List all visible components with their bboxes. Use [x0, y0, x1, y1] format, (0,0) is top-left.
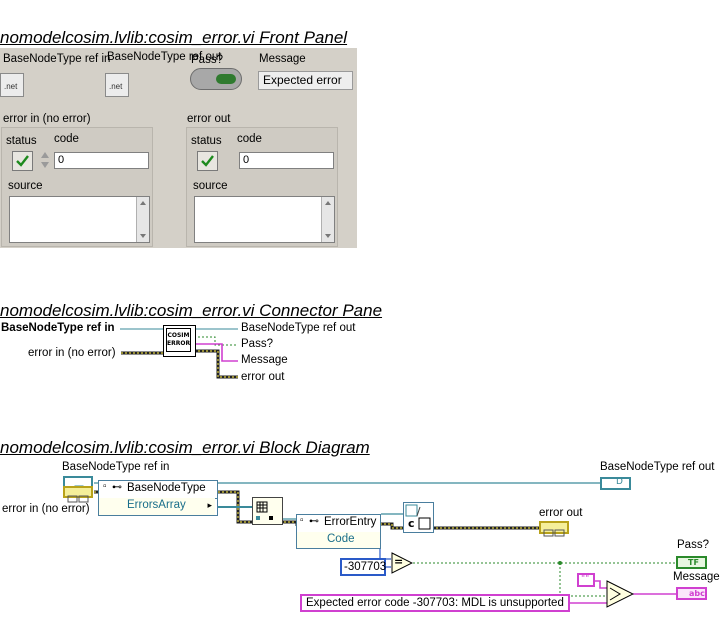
ref-terminal-icon: ▫: [103, 481, 107, 492]
equal-icon: [391, 552, 414, 574]
index-array-icon: [256, 501, 273, 520]
bd-error-in-terminal[interactable]: [63, 486, 93, 503]
net-icon: .net: [109, 82, 123, 91]
bd-ref-in-label: BaseNodeType ref in: [62, 461, 170, 473]
class-header: ▫ ⊷ ErrorEntry: [297, 515, 380, 533]
bd-error-in-label: error in (no error): [2, 503, 90, 515]
cp-pass-label: Pass?: [241, 338, 273, 350]
cp-message-label: Message: [241, 354, 288, 366]
ref-out-indicator: .net: [105, 73, 129, 97]
message-indicator: Expected error: [258, 71, 353, 90]
led-lamp: [216, 74, 236, 84]
property-node-icon: ⊷: [309, 516, 319, 527]
bd-error-out-terminal[interactable]: [539, 521, 569, 537]
cp-ref-in-label: BaseNodeType ref in: [1, 322, 115, 334]
ref-in-control[interactable]: .net: [0, 73, 24, 97]
class-header: ▫ ⊷ BaseNodeType: [99, 481, 217, 499]
index-array-function[interactable]: [252, 497, 283, 525]
property-name: Code: [327, 533, 355, 545]
source-textbox[interactable]: [9, 196, 150, 243]
cp-error-out-label: error out: [241, 371, 285, 383]
scroll-arrows-icon: [325, 201, 331, 238]
block-diagram-title: nomodelcosim.lvlib:cosim_error.vi Block …: [0, 438, 370, 457]
select-function[interactable]: [606, 580, 635, 608]
basenodetype-property-node[interactable]: ▫ ⊷ BaseNodeType ErrorsArray ▸: [98, 480, 218, 516]
property-node-icon: ⊷: [112, 482, 122, 493]
ref-out-label: BaseNodeType ref out: [107, 51, 222, 63]
cp-ref-out-label: BaseNodeType ref out: [241, 322, 356, 334]
c-label: c: [408, 517, 415, 530]
icon-text-cosim: COSIM: [167, 332, 190, 339]
ref-in-label: BaseNodeType ref in: [3, 53, 111, 65]
code-property[interactable]: Code: [297, 532, 380, 548]
source-indicator: [194, 196, 335, 243]
error-code-constant[interactable]: -307703: [340, 558, 386, 576]
class-name: BaseNodeType: [127, 482, 206, 494]
error-in-cluster: status code 0 source: [1, 127, 153, 247]
scroll-arrows-icon: [140, 201, 146, 238]
equal-symbol: =: [394, 555, 404, 568]
bd-ref-out-label: BaseNodeType ref out: [600, 461, 715, 473]
ref-terminal-text: D: [616, 477, 623, 487]
checkmark-icon: [16, 155, 29, 167]
cp-error-in-label: error in (no error): [28, 347, 116, 359]
source-label: source: [8, 180, 43, 192]
bd-ref-out-terminal[interactable]: D: [600, 477, 631, 490]
code-label: code: [54, 133, 79, 145]
status-label: status: [191, 135, 222, 147]
code-label: code: [237, 133, 262, 145]
cosim-error-vi-icon: COSIM ERROR: [163, 325, 196, 357]
expected-message-constant[interactable]: Expected error code -307703: MDL is unsu…: [300, 594, 570, 612]
source-scrollbar[interactable]: [321, 197, 334, 242]
error-in-label: error in (no error): [3, 113, 91, 125]
cluster-terminal-icon: [67, 495, 89, 503]
class-cast-icon: [405, 504, 431, 530]
status-checkbox[interactable]: [12, 151, 33, 171]
errorsarray-property[interactable]: ErrorsArray ▸: [99, 498, 215, 515]
net-icon: .net: [4, 82, 18, 91]
pass-label: Pass?: [191, 54, 223, 66]
code-indicator: 0: [239, 152, 334, 169]
code-input[interactable]: 0: [54, 152, 149, 169]
source-label: source: [193, 180, 228, 192]
select-icon: [606, 580, 635, 608]
error-out-cluster: status code 0 source: [186, 127, 338, 247]
pass-led: [190, 68, 242, 90]
bd-pass-terminal[interactable]: TF: [676, 556, 707, 569]
status-label: status: [6, 135, 37, 147]
source-scrollbar[interactable]: [136, 197, 149, 242]
front-panel-title: nomodelcosim.lvlib:cosim_error.vi Front …: [0, 28, 348, 47]
icon-text-error: ERROR: [167, 340, 191, 347]
status-indicator: [197, 151, 218, 171]
errorentry-property-node[interactable]: ▫ ⊷ ErrorEntry Code: [296, 514, 381, 549]
empty-string-constant[interactable]: "": [577, 573, 595, 587]
bd-pass-label: Pass?: [677, 539, 709, 551]
checkmark-icon: [201, 155, 214, 167]
property-name: ErrorsArray: [127, 499, 186, 511]
cluster-terminal-icon: [543, 529, 565, 537]
code-increment-icon[interactable]: [40, 150, 50, 170]
bd-message-label: Message: [673, 571, 720, 583]
connector-pane-title: nomodelcosim.lvlib:cosim_error.vi Connec…: [0, 301, 383, 320]
error-out-label: error out: [187, 113, 231, 125]
message-label: Message: [259, 53, 306, 65]
bd-message-terminal[interactable]: abc: [676, 587, 707, 600]
to-more-specific-class-node[interactable]: c: [403, 502, 434, 533]
bd-error-out-label: error out: [539, 507, 583, 519]
equal-function[interactable]: =: [391, 552, 414, 574]
arrow-right-icon: ▸: [207, 500, 212, 510]
ref-terminal-icon: ▫: [300, 515, 304, 526]
class-name: ErrorEntry: [324, 516, 377, 528]
